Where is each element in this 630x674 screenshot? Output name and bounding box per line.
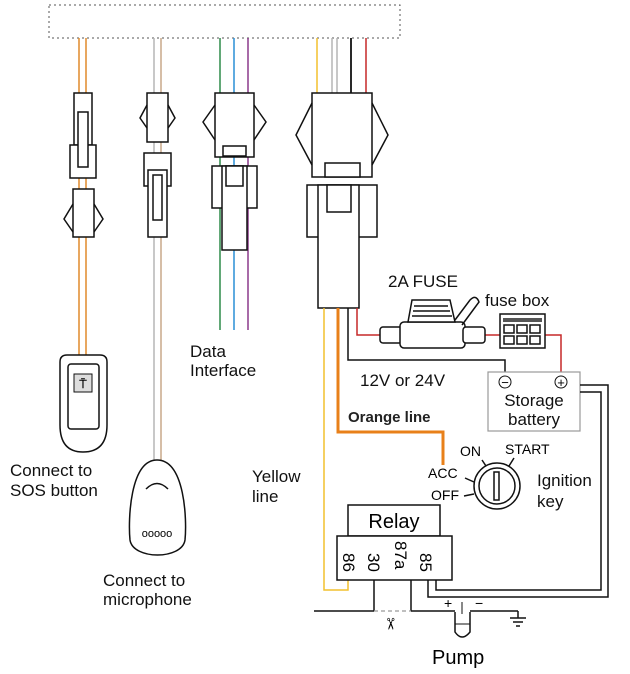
fuse (379, 296, 486, 349)
pump-minus: − (475, 595, 483, 611)
sos-cable (63, 38, 104, 356)
storage-battery: − + Storage battery (487, 371, 581, 432)
voltage-label: 12V or 24V (360, 371, 446, 390)
relay-pin-85: 85 (416, 553, 435, 572)
pump-plus: + (444, 595, 452, 611)
ignition-key (463, 457, 521, 510)
key-acc: ACC (428, 465, 458, 481)
battery-minus: − (501, 375, 509, 390)
microphone-cable (139, 38, 176, 462)
relay-pin-86: 86 (339, 553, 358, 572)
mic-label-1: Connect to (103, 571, 185, 590)
orange-line-label: Orange line (348, 409, 431, 426)
data-label-2: Interface (190, 361, 256, 380)
fuse-box (499, 313, 546, 349)
ignition-label-1: Ignition (537, 471, 592, 490)
relay-label: Relay (368, 511, 419, 533)
mic-label-2: microphone (103, 590, 192, 609)
sos-label-1: Connect to (10, 461, 92, 480)
yellow-label-1: Yellow (252, 467, 301, 486)
relay: Relay 86 30 87a 85 (336, 504, 453, 581)
device-outline (48, 4, 401, 39)
sos-button: ⍑ (59, 354, 108, 453)
battery-label-1: Storage (504, 391, 564, 410)
battery-plus: + (557, 375, 565, 390)
key-off: OFF (431, 487, 459, 503)
sos-label-2: SOS button (10, 481, 98, 500)
svg-text:⍑: ⍑ (78, 377, 87, 391)
orange-wire (336, 308, 445, 465)
ignition-label-2: key (537, 492, 564, 511)
data-label-1: Data (190, 342, 226, 361)
relay-85-wire-outer (427, 384, 609, 598)
yellow-wire (323, 308, 349, 591)
yellow-label-2: line (252, 487, 278, 506)
microphone: ooooo (128, 459, 187, 556)
key-start: START (505, 441, 550, 457)
relay-85-wire-inner (435, 391, 602, 591)
fuse-label: 2A FUSE (388, 272, 458, 291)
svg-text:ooooo: ooooo (142, 528, 173, 540)
key-on: ON (460, 443, 481, 459)
relay-pin-30: 30 (364, 553, 383, 572)
data-interface-cable (202, 38, 267, 330)
relay-pin-87a: 87a (391, 541, 410, 570)
fuse-box-label: fuse box (485, 291, 550, 310)
black-wire (347, 308, 506, 372)
battery-label-2: battery (508, 410, 560, 429)
power-connector (295, 38, 389, 309)
pump-circuit: ✂ (314, 580, 526, 638)
scissors-icon: ✂ (381, 617, 398, 630)
pump-label: Pump (432, 647, 484, 669)
